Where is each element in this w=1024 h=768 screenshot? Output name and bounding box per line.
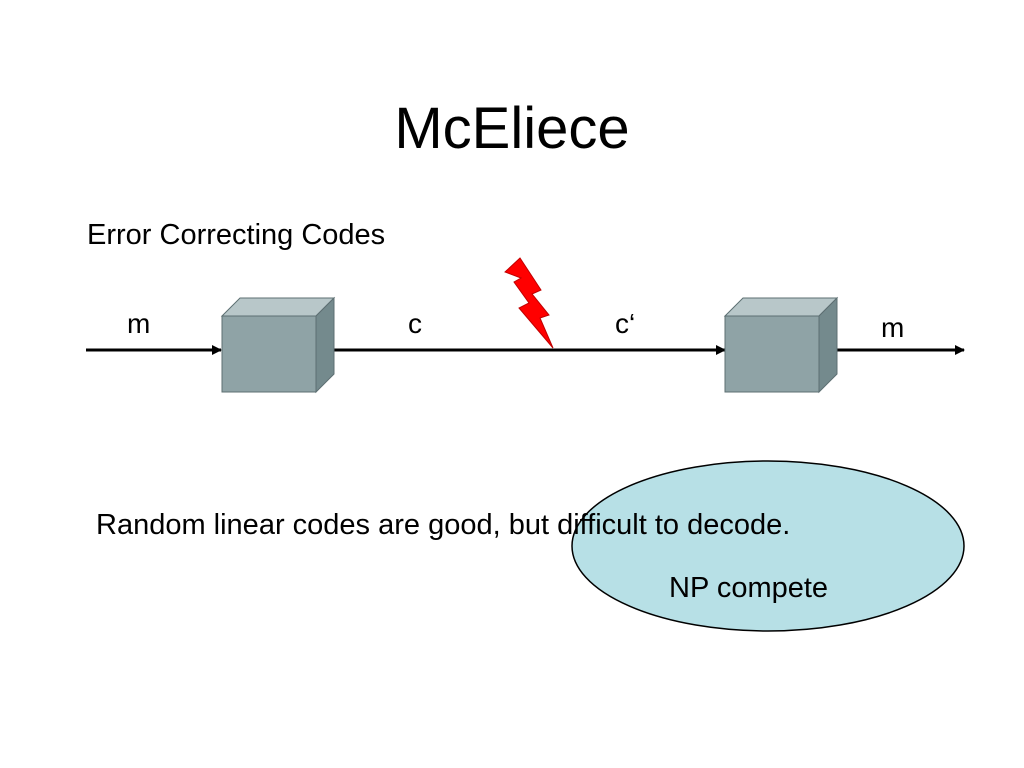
codeword-label: c [408,308,422,339]
slide-subtitle: Error Correcting Codes [87,219,386,251]
np-complete-ellipse [571,460,965,632]
lightning-icon [504,257,554,349]
np-complete-note: NP compete [669,572,829,604]
input-message-label: m [127,308,151,339]
encoder-box [220,296,336,394]
received-codeword-label: c‘ [615,308,636,339]
slide-title: McEliece [394,96,630,161]
output-message-label: m [881,312,905,343]
random-codes-statement: Random linear codes are good, but diffic… [96,509,791,541]
decoder-box [723,296,839,394]
